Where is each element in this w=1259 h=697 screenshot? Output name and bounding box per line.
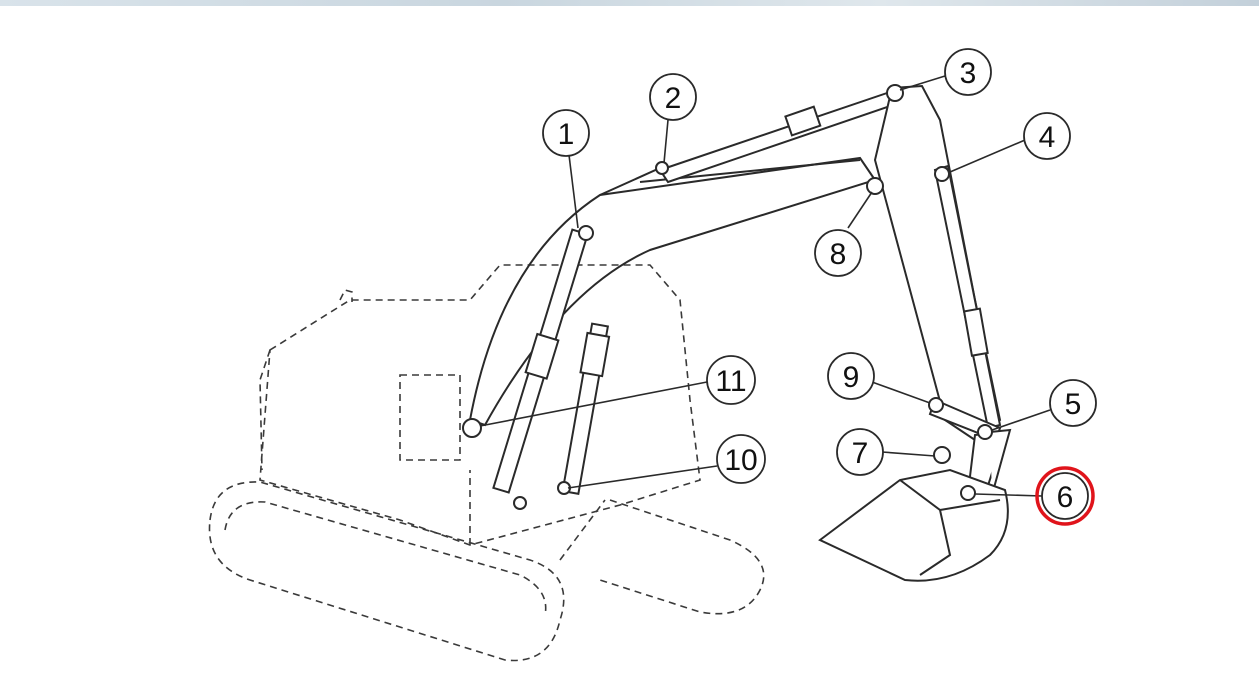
arm-cylinder	[658, 90, 898, 184]
highlight-ring	[1035, 466, 1095, 526]
callout-11: 11	[706, 355, 756, 405]
callout-6-label: 6	[1057, 481, 1074, 514]
callout-5-label: 5	[1065, 388, 1082, 421]
callout-10-label: 10	[724, 444, 757, 477]
callout-8-label: 8	[830, 238, 847, 271]
callout-3: 3	[944, 48, 992, 96]
top-strip	[0, 0, 1259, 6]
callout-6: 6	[1035, 466, 1095, 526]
callout-4: 4	[1023, 112, 1071, 160]
callout-10: 10	[716, 434, 766, 484]
boom-cylinders	[492, 228, 611, 495]
callout-4-label: 4	[1039, 121, 1056, 154]
pin-joints	[462, 84, 993, 510]
callout-11-label: 11	[715, 365, 746, 398]
bucket-cylinder	[933, 164, 1002, 430]
callout-1: 1	[542, 109, 590, 157]
callout-8: 8	[814, 229, 862, 277]
callout-3-label: 3	[960, 57, 977, 90]
callouts: 1 2 3 4 5 6	[542, 48, 1097, 526]
callout-2: 2	[649, 73, 697, 121]
machine-body-outline	[208, 264, 765, 662]
callout-2-label: 2	[665, 82, 682, 115]
leader-lines	[479, 75, 1051, 497]
callout-7-label: 7	[852, 437, 869, 470]
callout-9-label: 9	[843, 361, 860, 394]
callout-9: 9	[827, 352, 875, 400]
callout-5: 5	[1049, 379, 1097, 427]
bucket	[818, 468, 1009, 582]
callout-7: 7	[836, 428, 884, 476]
callout-1-label: 1	[558, 118, 575, 151]
